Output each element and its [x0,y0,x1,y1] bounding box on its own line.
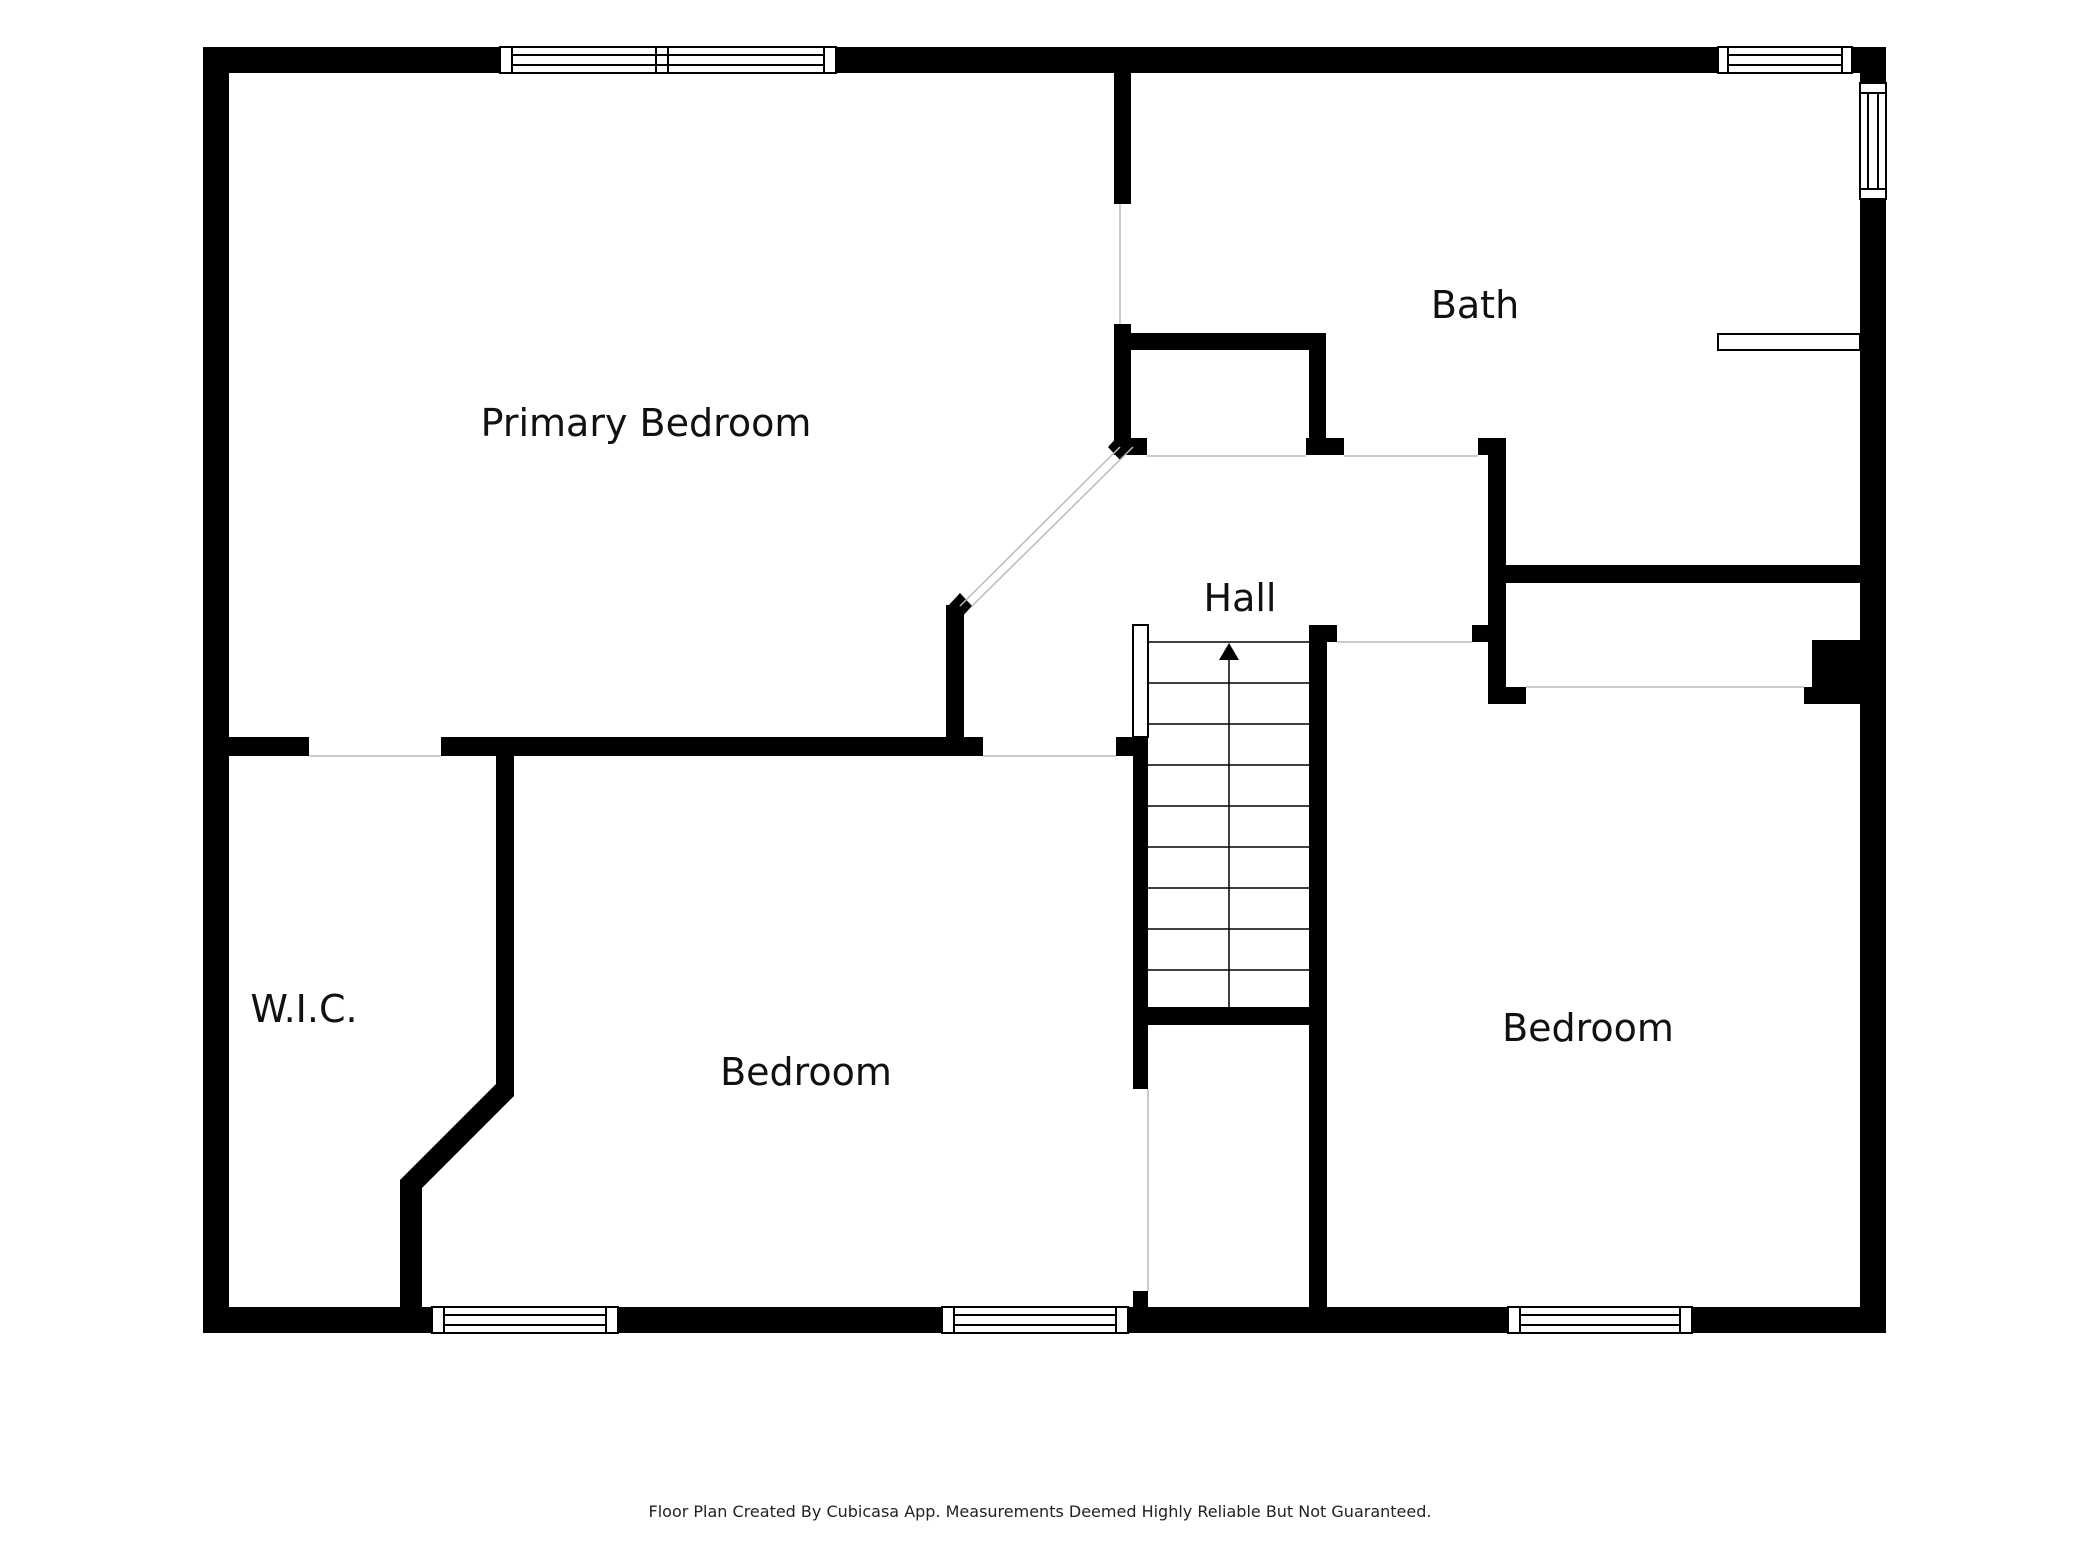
room-label-bedroom-center: Bedroom [720,1050,892,1094]
window-top-primary-bedroom [499,46,837,74]
openings [309,204,1804,1291]
stair-newel-post [1132,624,1149,738]
wall-closet-top [1114,333,1326,350]
window-bottom-right-bedroom [1507,1306,1693,1334]
stairs [1148,641,1309,1007]
wall-closet-right [1309,333,1326,455]
interior-walls [203,60,1886,1332]
wall-primary-vertical [946,605,964,756]
wall-stair-right-top-stub [1309,625,1337,642]
wall-wic-divider [400,746,514,1320]
room-label-bath: Bath [1431,283,1519,327]
exterior-wall-left [203,47,229,1333]
arrow-up-icon [1219,643,1239,660]
wall-stair-left-bottom-stub [1133,1291,1148,1321]
wall-closet-bottom-left [1488,687,1526,704]
wall-bath-closet-bottom [1488,565,1886,583]
wall-hall-right-lower-stub [1472,625,1506,642]
wall-primary-bath-lower [1114,324,1131,452]
windows [431,46,1887,1334]
chimney-block [1812,640,1872,702]
window-top-bath [1717,46,1853,74]
wall-primary-lower [441,737,983,756]
window-bottom-center-bedroom-1 [431,1306,619,1334]
room-label-wic: W.I.C. [250,987,357,1031]
wall-closet-stub-right [1306,438,1344,455]
wall-stair-bottom [1133,1007,1327,1025]
wall-stair-left [1133,737,1148,1089]
bath-shelf [1717,333,1861,351]
wall-primary-lower-left-stub [203,737,309,756]
window-right-bath [1859,82,1887,200]
room-label-primary-bedroom: Primary Bedroom [481,401,812,445]
room-label-hall: Hall [1204,576,1277,620]
room-label-bedroom-right: Bedroom [1502,1006,1674,1050]
window-bottom-center-bedroom-2 [941,1306,1129,1334]
wall-stair-right [1309,625,1327,1332]
exterior-wall-top [203,47,1886,73]
footer-disclaimer: Floor Plan Created By Cubicasa App. Meas… [648,1502,1432,1521]
wall-primary-bath-upper [1114,60,1131,204]
